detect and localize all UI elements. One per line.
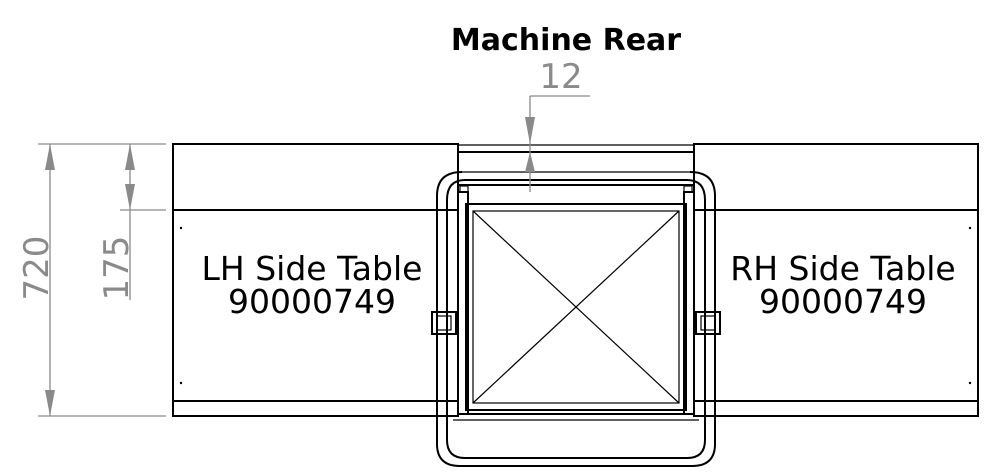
lh-table-hole bbox=[179, 381, 183, 385]
machine-housing bbox=[465, 203, 687, 411]
machine-rear-unit bbox=[431, 144, 721, 467]
dimension-overall-height: 720 bbox=[17, 143, 166, 417]
dimension-top-band: 175 bbox=[97, 144, 166, 300]
right-handle-clamp bbox=[695, 311, 721, 335]
lh-side-table: LH Side Table 90000749 bbox=[172, 143, 459, 417]
lh-table-hole bbox=[179, 226, 183, 230]
machine-housing-inner bbox=[472, 210, 680, 404]
machine-top-housing bbox=[457, 151, 695, 186]
rh-table-hole bbox=[968, 381, 972, 385]
rh-table-hole bbox=[968, 226, 972, 230]
dimension-gap: 12 bbox=[525, 57, 590, 192]
dimension-overall-height-value: 720 bbox=[17, 236, 57, 301]
rh-table-name: RH Side Table bbox=[730, 249, 955, 288]
dimension-top-band-value: 175 bbox=[97, 236, 137, 301]
machine-handle-frame-outer bbox=[446, 179, 706, 459]
lh-table-name: LH Side Table bbox=[202, 249, 423, 288]
dimension-gap-value: 12 bbox=[539, 57, 582, 97]
lh-table-part-number: 90000749 bbox=[228, 282, 396, 321]
left-handle-clamp bbox=[431, 311, 457, 335]
rh-table-part-number: 90000749 bbox=[759, 282, 927, 321]
housing-cross-line bbox=[472, 210, 680, 404]
rh-side-table: RH Side Table 90000749 bbox=[693, 143, 979, 417]
right-handle-bar bbox=[689, 171, 716, 360]
bottom-handle-bar bbox=[436, 360, 716, 467]
left-handle-bar bbox=[436, 171, 463, 360]
drawing-title: Machine Rear bbox=[451, 23, 681, 58]
